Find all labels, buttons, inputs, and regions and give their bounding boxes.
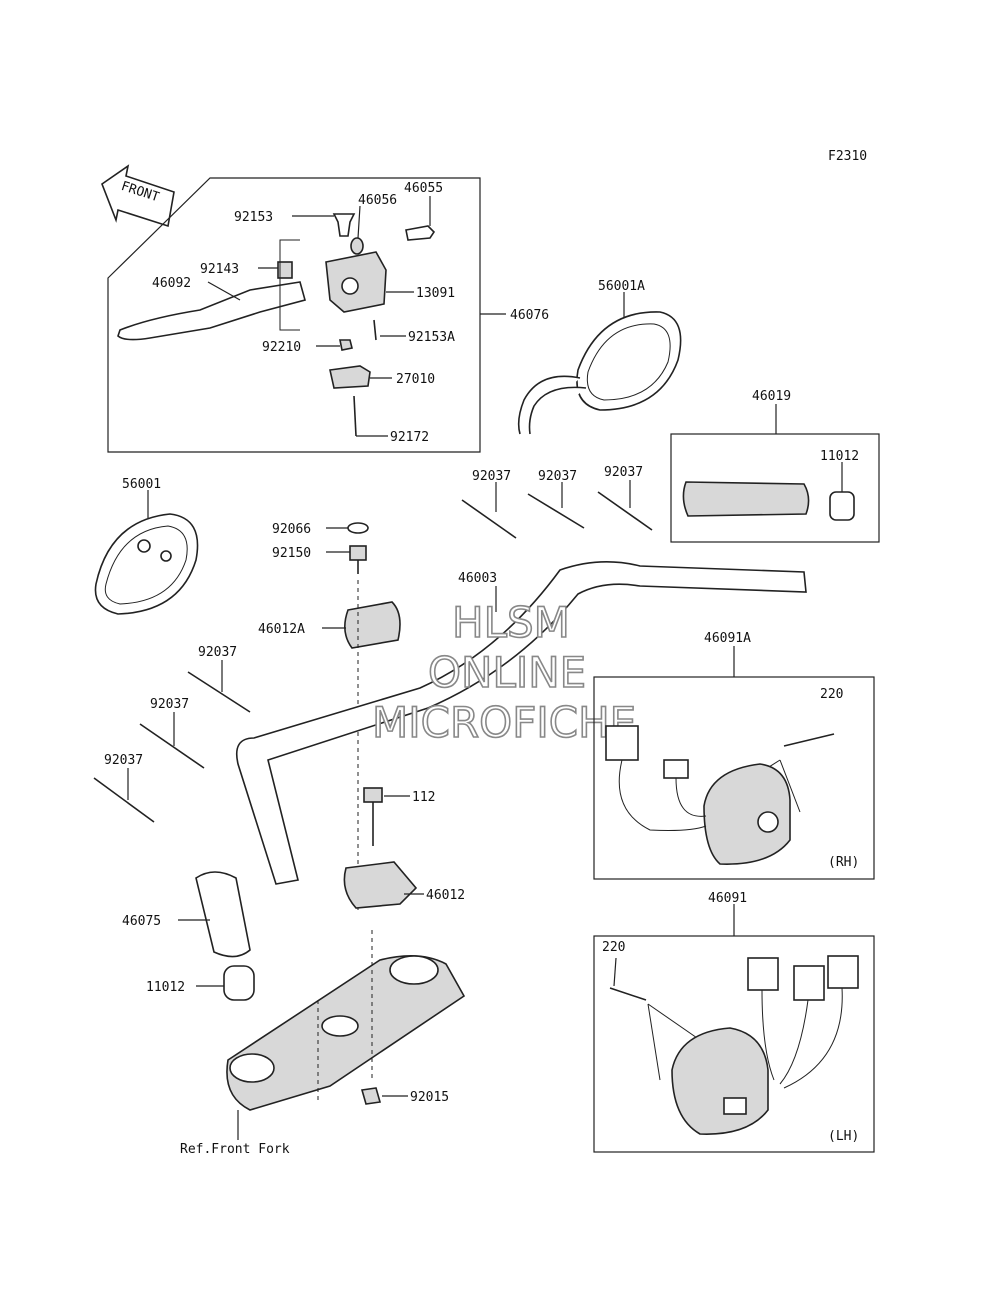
switch-left-group: 46091 220 (LH) [593,891,875,1153]
bolt-part [332,213,356,237]
label-46056: 46056 [358,193,397,208]
label-46091A: 46091A [704,631,751,646]
label-46075: 46075 [122,914,161,929]
label-46003: 46003 [458,571,497,586]
label-92037-f: 92037 [104,753,143,768]
label-92037-b: 92037 [538,469,577,484]
mirror-left-group: 56001 [94,477,199,615]
switch-part [329,365,371,389]
screw-part [405,225,436,241]
svg-text:ONLINE: ONLINE [428,648,586,697]
label-56001: 56001 [122,477,161,492]
label-92150: 92150 [272,546,311,561]
end-cap-left-part [223,965,255,1001]
label-46012: 46012 [426,888,465,903]
svg-text:HLSM: HLSM [452,598,570,647]
washer-part [350,237,364,255]
label-46012A: 46012A [258,622,305,637]
label-11012-right: 11012 [820,449,859,464]
cable-ties-top: 92037 92037 92037 [461,465,653,539]
svg-text:MICROFICHE: MICROFICHE [372,698,636,747]
label-46019: 46019 [752,389,791,404]
holder-upper-part [344,601,401,649]
lever-assembly-group: 46076 46092 92143 92153 46056 46055 1309… [107,177,549,453]
label-92172: 92172 [390,430,429,445]
handlebar-part: 46003 [235,561,807,885]
label-46092: 46092 [152,276,191,291]
label-46055: 46055 [404,181,443,196]
grip-right-group: 46019 11012 [670,389,880,543]
holder-lower-part [343,861,418,909]
reference-note: Ref.Front Fork [180,1142,290,1157]
label-92037-e: 92037 [150,697,189,712]
front-arrow-icon: FRONT [101,164,175,228]
nut-lower-part [360,1087,382,1105]
label-92015: 92015 [410,1090,449,1105]
watermark: HLSM ONLINE MICROFICHE [371,597,637,748]
label-92153: 92153 [234,210,273,225]
label-rh: (RH) [828,855,859,870]
lever-part [117,281,306,341]
grip-left-part [195,871,251,958]
nut-part [339,339,353,351]
label-lh: (LH) [828,1129,859,1144]
collar-part [277,261,293,279]
label-56001A: 56001A [598,279,645,294]
label-11012-left: 11012 [146,980,185,995]
label-92037-c: 92037 [604,465,643,480]
label-220-left: 220 [602,940,625,955]
label-92037-d: 92037 [198,645,237,660]
cable-ties-left: 92037 92037 92037 [93,645,251,823]
label-92153A: 92153A [408,330,455,345]
label-112: 112 [412,790,435,805]
label-92037-a: 92037 [472,469,511,484]
label-46091: 46091 [708,891,747,906]
label-13091: 13091 [416,286,455,301]
figure-code: F2310 [828,149,867,164]
mirror-right-group: 56001A [517,279,682,435]
label-46076: 46076 [510,308,549,323]
label-92210: 92210 [262,340,301,355]
label-92143: 92143 [200,262,239,277]
label-220-right: 220 [820,687,843,702]
label-92066: 92066 [272,522,311,537]
steering-bracket-part [226,930,466,1111]
label-27010: 27010 [396,372,435,387]
switch-right-group: 46091A 220 (RH) [593,631,875,880]
